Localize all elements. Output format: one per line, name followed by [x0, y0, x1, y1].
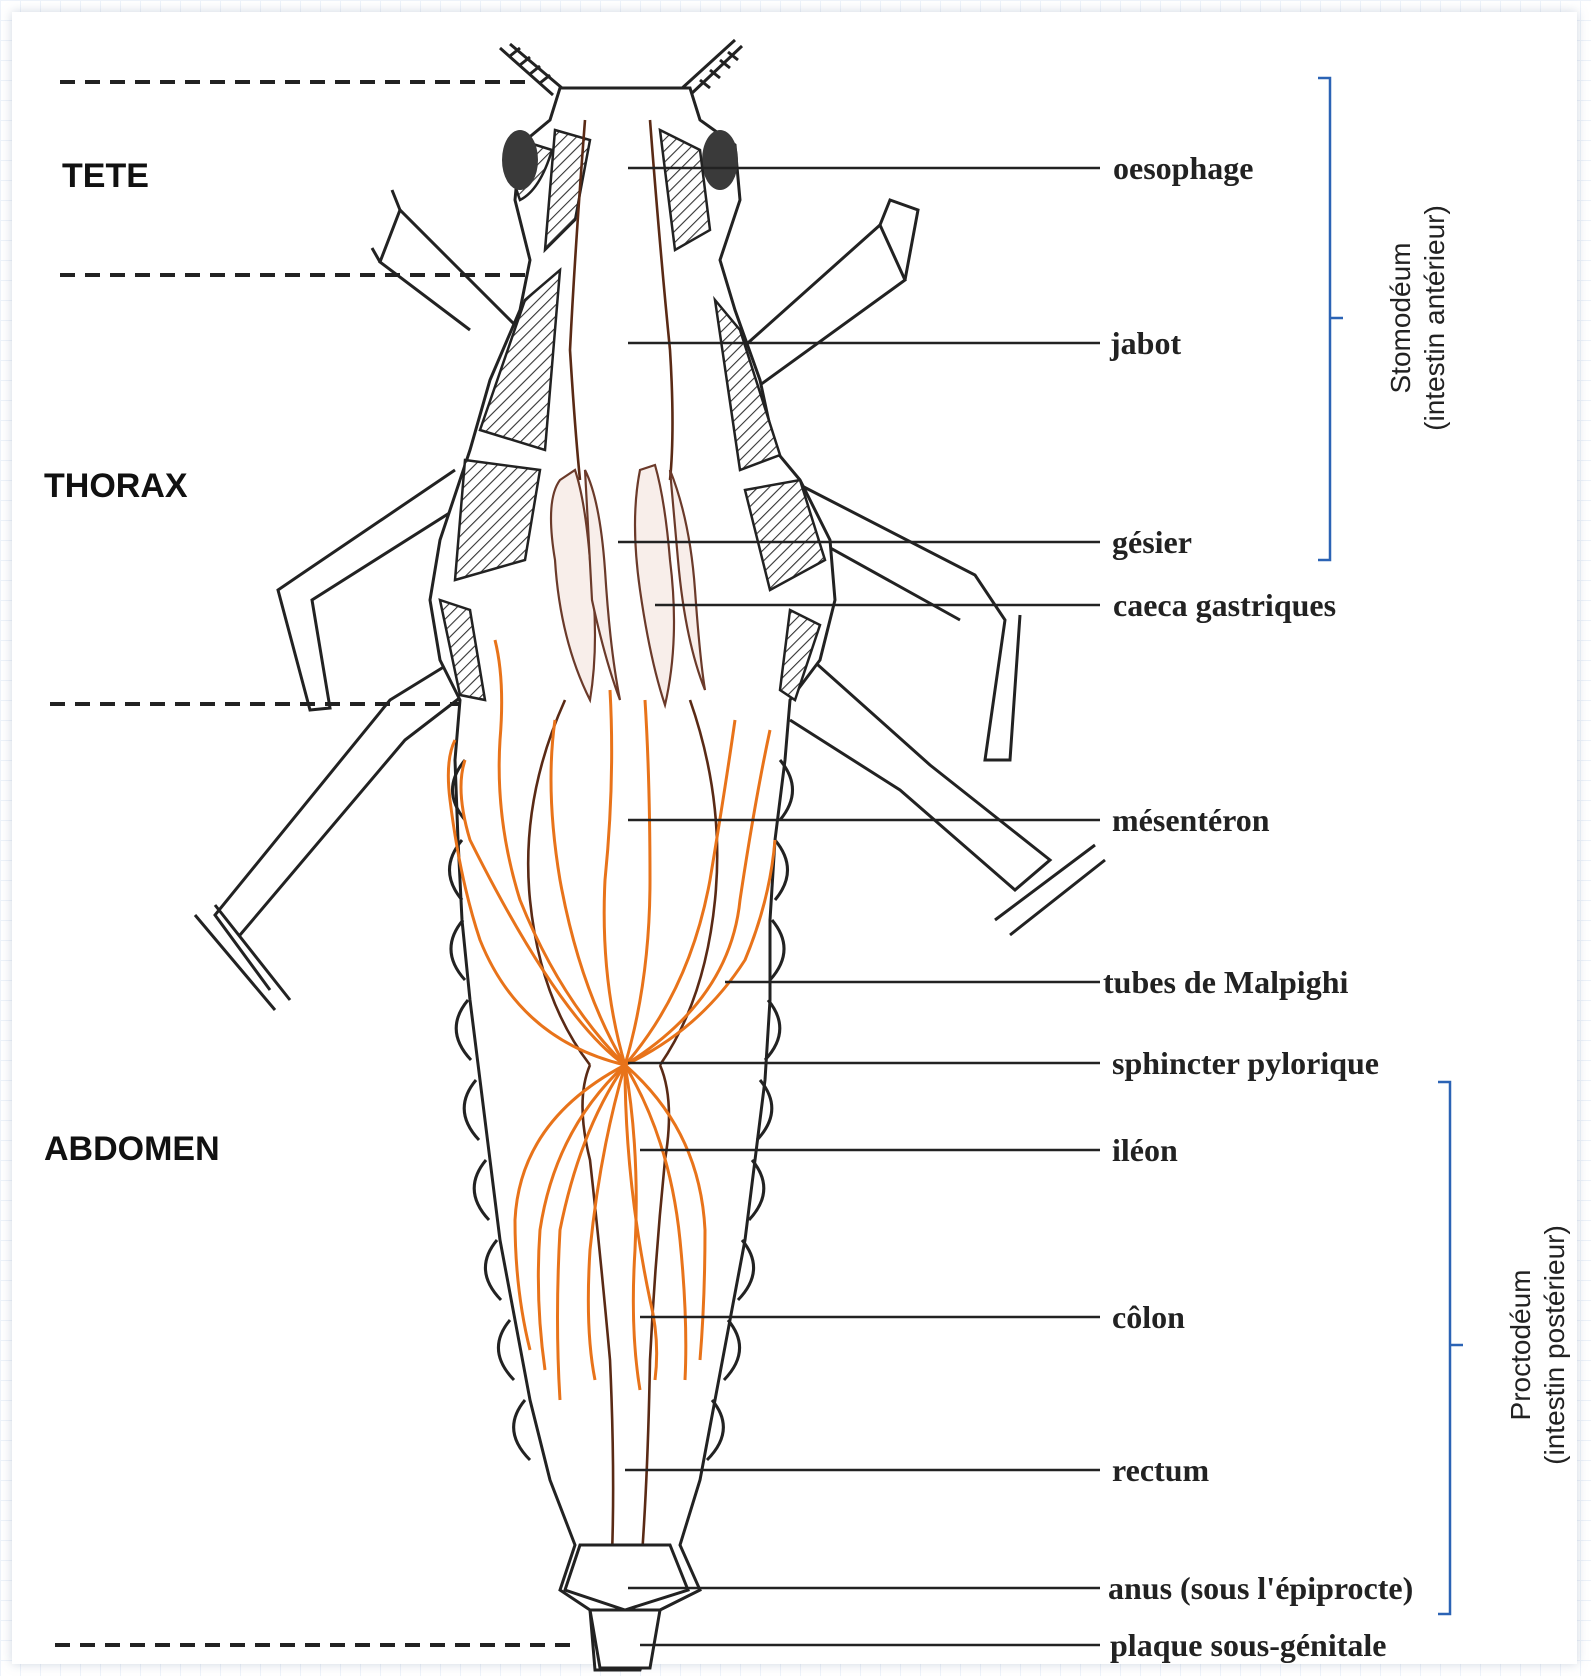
proctodeum-title: Proctodéum (intestin postérieur) — [1505, 1225, 1570, 1465]
label-ileon: iléon — [1112, 1132, 1178, 1168]
region-label-tete: TETE — [62, 157, 149, 195]
label-gesier: gésier — [1112, 524, 1192, 560]
region-label-thorax: THORAX — [44, 467, 188, 505]
subgenital-plate — [590, 1610, 660, 1668]
label-caeca-gastriques: caeca gastriques — [1113, 587, 1336, 623]
label-oesophage: oesophage — [1113, 150, 1253, 186]
label-jabot: jabot — [1109, 325, 1181, 361]
label-rectum: rectum — [1112, 1452, 1209, 1488]
label-plaque-sous-genitale: plaque sous-génitale — [1110, 1627, 1386, 1663]
proctodeum-title-text: Proctodéum — [1505, 1270, 1536, 1421]
label-mesenteron: mésentéron — [1112, 802, 1270, 838]
eye-left-dark — [502, 130, 538, 190]
proctodeum-subtitle-text: (intestin postérieur) — [1539, 1225, 1570, 1465]
label-anus: anus (sous l'épiprocte) — [1108, 1570, 1413, 1606]
eye-right-dark — [702, 130, 738, 190]
stomodeum-brace — [1318, 78, 1343, 560]
label-tubes-de-malpighi: tubes de Malpighi — [1103, 964, 1348, 1000]
label-sphincter-pylorique: sphincter pylorique — [1112, 1045, 1379, 1081]
region-label-abdomen: ABDOMEN — [44, 1130, 220, 1168]
stomodeum-subtitle-text: (intestin antérieur) — [1419, 205, 1450, 431]
sclerite-pronotum-left — [480, 270, 560, 450]
stomodeum-title-text: Stomodéum — [1385, 243, 1416, 394]
stomodeum-title: Stomodéum (intestin antérieur) — [1385, 205, 1450, 431]
proctodeum-brace — [1438, 1082, 1463, 1614]
label-colon: côlon — [1112, 1299, 1185, 1335]
insect-drawing — [195, 40, 1105, 1670]
